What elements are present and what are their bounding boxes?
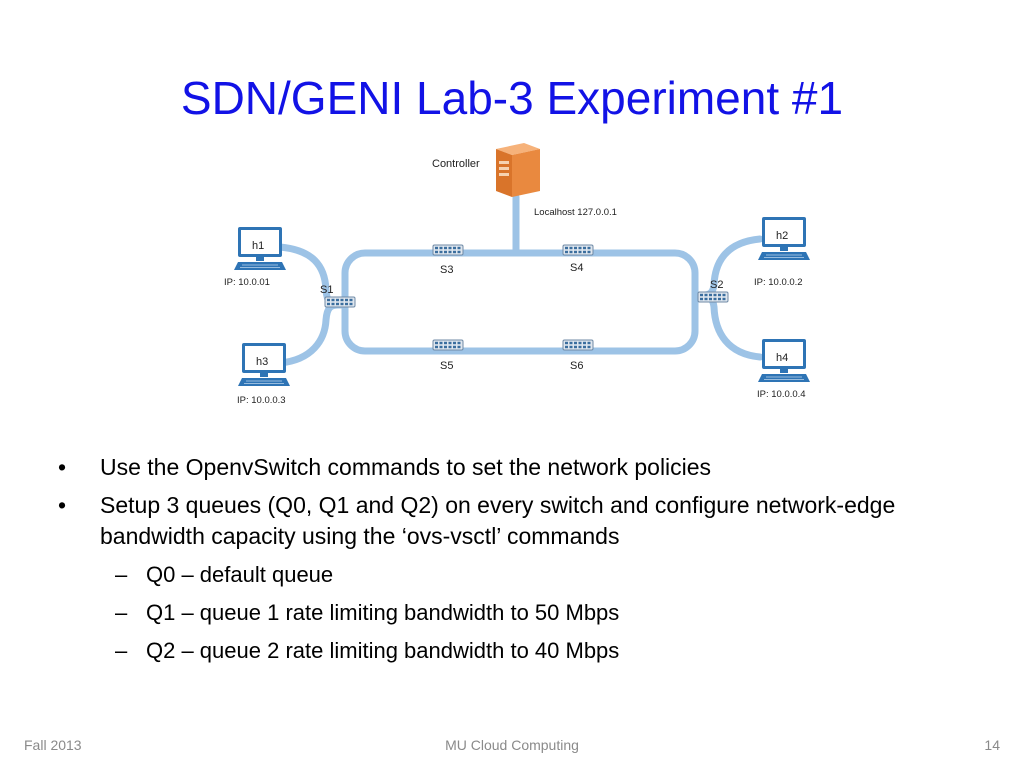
host-ip-h3: IP: 10.0.0.3 xyxy=(237,395,286,406)
network-switch-icon xyxy=(562,244,594,256)
network-diagram: Controller Localhost 127.0.0.1 S3 S4 S5 … xyxy=(200,135,840,415)
network-switch-icon xyxy=(432,339,464,351)
bullet-mark: • xyxy=(58,492,67,518)
sub-bullet-mark: – xyxy=(115,638,128,663)
network-links xyxy=(276,193,764,367)
footer-course: MU Cloud Computing xyxy=(445,737,579,753)
sub-bullet-mark: – xyxy=(115,600,128,625)
network-switch-icon xyxy=(324,296,356,308)
switch-label-s6: S6 xyxy=(570,360,583,372)
host-label-h4: h4 xyxy=(776,352,788,364)
network-diagram-svg: Controller Localhost 127.0.0.1 S3 S4 S5 … xyxy=(224,143,811,406)
list-item: – Q0 – default queue xyxy=(58,559,978,590)
footer-date: Fall 2013 xyxy=(24,737,82,753)
bullet-text: Use the OpenvSwitch commands to set the … xyxy=(100,454,712,480)
bullet-list: • Use the OpenvSwitch commands to set th… xyxy=(58,452,978,673)
list-item: • Use the OpenvSwitch commands to set th… xyxy=(58,452,978,483)
switch-label-s2: S2 xyxy=(710,279,723,291)
sub-bullet-text: Q0 – default queue xyxy=(146,562,334,587)
sub-bullet-text: Q2 – queue 2 rate limiting bandwidth to … xyxy=(146,638,620,663)
list-item: – Q1 – queue 1 rate limiting bandwidth t… xyxy=(58,597,978,628)
host-label-h2: h2 xyxy=(776,230,788,242)
switch-label-s5: S5 xyxy=(440,360,453,372)
slide-number: 14 xyxy=(984,737,1000,753)
host-ip-h4: IP: 10.0.0.4 xyxy=(757,389,806,400)
list-item: • Setup 3 queues (Q0, Q1 and Q2) on ever… xyxy=(58,490,978,552)
bullet-mark: • xyxy=(58,454,67,480)
network-switch-icon xyxy=(562,339,594,351)
slide-title: SDN/GENI Lab-3 Experiment #1 xyxy=(180,72,844,124)
network-switch-icon xyxy=(697,291,729,303)
switch-label-s4: S4 xyxy=(570,262,583,274)
switch-label-s1: S1 xyxy=(320,284,333,296)
controller-label: Controller xyxy=(432,158,480,170)
sub-bullet-mark: – xyxy=(115,562,128,587)
host-ip-h1: IP: 10.0.01 xyxy=(224,277,270,288)
switch-label-s3: S3 xyxy=(440,264,453,276)
host-label-h3: h3 xyxy=(256,356,268,368)
bullet-text: Setup 3 queues (Q0, Q1 and Q2) on every … xyxy=(100,492,896,549)
network-switch-icon xyxy=(432,244,464,256)
server-icon xyxy=(496,143,540,197)
list-item: – Q2 – queue 2 rate limiting bandwidth t… xyxy=(58,635,978,666)
sub-bullet-text: Q1 – queue 1 rate limiting bandwidth to … xyxy=(146,600,620,625)
controller-address: Localhost 127.0.0.1 xyxy=(534,207,617,218)
host-label-h1: h1 xyxy=(252,240,264,252)
host-ip-h2: IP: 10.0.0.2 xyxy=(754,277,803,288)
